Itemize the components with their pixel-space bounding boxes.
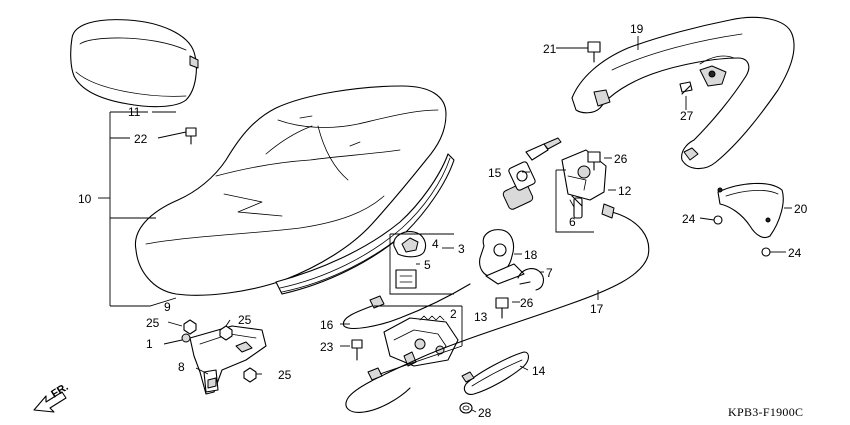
grab-rail [571, 16, 795, 170]
callout-15: 15 [488, 166, 502, 180]
callout-4: 4 [432, 237, 439, 251]
callout-10: 10 [78, 192, 92, 206]
callout-1: 1 [146, 337, 153, 351]
callout-25-top-right: 25 [238, 313, 252, 327]
cable-clip [517, 268, 545, 291]
key-cylinder [502, 137, 562, 210]
group-brackets [98, 111, 594, 375]
callout-14: 14 [532, 364, 546, 378]
callout-17: 17 [590, 302, 604, 316]
seat-catch [393, 231, 427, 289]
callout-9: 9 [164, 300, 171, 314]
callout-11: 11 [128, 105, 141, 119]
callout-19: 19 [630, 22, 644, 36]
callout-6: 6 [569, 215, 576, 229]
diagram-code: KPB3-F1900C [728, 405, 803, 419]
callout-26-bottom: 26 [520, 296, 534, 310]
callout-21: 21 [543, 42, 557, 56]
callout-labels: 11 22 10 9 21 19 27 26 12 6 15 20 24 24 … [78, 22, 808, 420]
callout-5: 5 [424, 258, 431, 272]
backrest-pad [70, 19, 199, 108]
main-seat [134, 85, 455, 296]
callout-7: 7 [546, 266, 553, 280]
callout-25-bottom: 25 [278, 368, 292, 382]
callout-3: 3 [458, 242, 465, 256]
callout-2: 2 [450, 307, 457, 321]
rubber-bumper [461, 351, 530, 395]
callout-18: 18 [524, 248, 538, 262]
latch-assembly [383, 315, 459, 367]
callout-23: 23 [320, 340, 334, 354]
callout-13: 13 [474, 310, 488, 324]
callout-8: 8 [178, 360, 185, 374]
fasteners [183, 41, 771, 414]
leader-lines [152, 36, 792, 413]
callout-28: 28 [478, 406, 492, 420]
front-direction-arrow: FR. [33, 381, 71, 413]
callout-27: 27 [680, 109, 694, 123]
callout-25-top-left: 25 [146, 316, 160, 330]
cable-guide [479, 229, 525, 285]
callout-12: 12 [618, 184, 632, 198]
callout-22: 22 [134, 132, 148, 146]
callout-16: 16 [320, 318, 334, 332]
release-cables [342, 203, 650, 413]
callout-24-left: 24 [682, 212, 696, 226]
callout-20: 20 [794, 202, 808, 216]
callout-24-right: 24 [788, 246, 802, 260]
callout-26-top: 26 [614, 152, 628, 166]
rear-side-cover [717, 182, 784, 239]
